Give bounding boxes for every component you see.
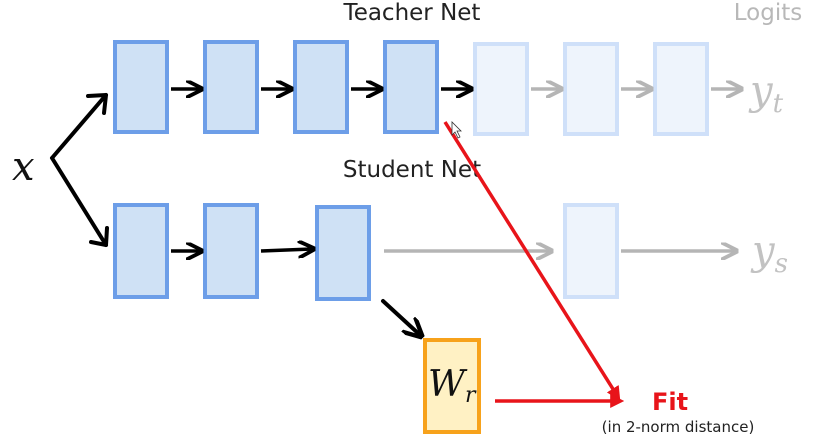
teacher-block-2: [203, 40, 259, 134]
teacher-block-1: [113, 40, 169, 134]
branch-arrowhead-bottom: [89, 226, 109, 247]
student-block-1: [113, 203, 169, 299]
teacher-block-3: [293, 40, 349, 134]
logits-label: Logits: [734, 0, 802, 26]
student-block-3: [315, 205, 371, 301]
regressor-block: [423, 338, 481, 434]
student-block-2: [203, 203, 259, 299]
student-to-regressor-arrow: [381, 299, 420, 335]
input-x-symbol: x: [12, 144, 35, 190]
teacher-block-5-faded: [473, 42, 529, 136]
student-net: [113, 203, 735, 301]
fit-note: (in 2-norm distance): [602, 418, 755, 436]
teacher-net-label: Teacher Net: [343, 0, 481, 26]
student-output-y-s: ys: [750, 228, 788, 279]
student-block-4-faded: [563, 203, 619, 299]
teacher-block-6-faded: [563, 42, 619, 136]
fit-label: Fit: [652, 388, 688, 416]
student-net-label: Student Net: [343, 157, 481, 183]
teacher-net: [113, 40, 740, 136]
teacher-output-y-t: yt: [748, 68, 784, 119]
regressor-w-r-symbol: Wr: [428, 364, 477, 408]
teacher-hint-fit-arrow: [443, 121, 621, 401]
teacher-block-7-faded: [653, 42, 709, 136]
teacher-block-4: [383, 40, 439, 134]
mouse-cursor-icon: [451, 121, 462, 139]
input-branch-arrows: [50, 93, 108, 247]
branch-arrowhead-top: [86, 93, 108, 115]
student-arrow-2: [260, 249, 312, 251]
